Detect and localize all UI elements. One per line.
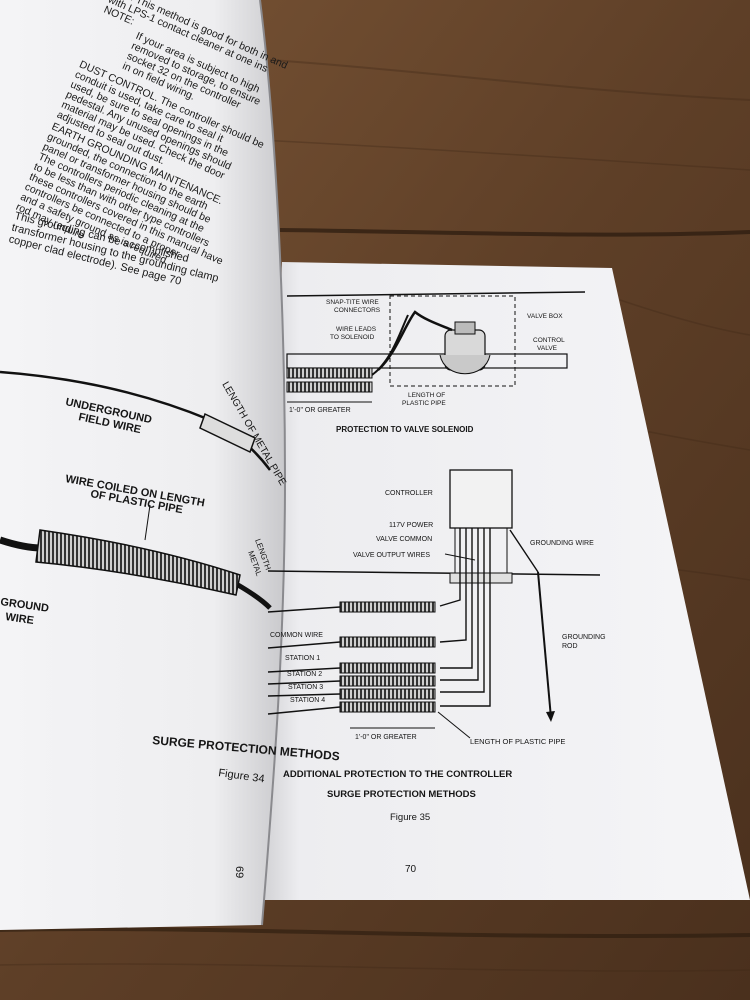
ground-wire-out (236, 582, 272, 610)
book-gutter (259, 0, 287, 926)
label-length-plastic: LENGTH OF (408, 392, 445, 399)
valve-solenoid-diagram: SNAP-TITE WIRE CONNECTORS WIRE LEADS TO … (286, 291, 586, 434)
caption-valve-solenoid: PROTECTION TO VALVE SOLENOID (336, 425, 474, 434)
label-greater-bottom: 1'-0" OR GREATER (355, 734, 417, 741)
label-length-plastic-2: PLASTIC PIPE (402, 400, 446, 407)
label-greater-top: 1'-0" OR GREATER (289, 407, 351, 414)
controller-diagram: CONTROLLER 117V POWER VALVE COMMON VALVE… (267, 469, 606, 746)
caption-surge-protection: SURGE PROTECTION METHODS (327, 789, 476, 800)
left-page (0, 0, 285, 930)
label-station-3: STATION 3 (288, 684, 323, 691)
valve-box (389, 295, 516, 387)
controller-wires (439, 528, 491, 707)
label-grounding-wire: GROUNDING WIRE (530, 540, 594, 547)
rod-tip (546, 711, 555, 722)
wood-grain (0, 59, 750, 972)
label-valve-output: VALVE OUTPUT WIRES (353, 552, 430, 559)
label-ground-2: WIRE (5, 611, 35, 627)
label-grounding-rod-2: ROD (562, 643, 578, 650)
right-figure: Figure 35 (390, 812, 430, 823)
caption-additional-protection: ADDITIONAL PROTECTION TO THE CONTROLLER (283, 769, 512, 780)
coiled-pipe-top-2 (286, 381, 373, 393)
label-control-valve-2: VALVE (537, 345, 558, 352)
ground-surface (267, 570, 601, 576)
ground-slab (449, 572, 513, 584)
grounding-wire (509, 529, 539, 573)
label-station-2: STATION 2 (287, 671, 322, 678)
main-pipe (286, 353, 568, 369)
metal-pipe (199, 412, 256, 454)
ground-line (286, 291, 586, 297)
right-page-content: SNAP-TITE WIRE CONNECTORS WIRE LEADS TO … (267, 291, 606, 875)
label-snap-tite-2: CONNECTORS (334, 307, 381, 314)
label-valve-box: VALVE BOX (527, 313, 563, 320)
label-station-4: STATION 4 (290, 697, 325, 704)
coiled-pipe (35, 529, 241, 596)
label-controller: CONTROLLER (385, 490, 433, 497)
label-wire-leads-2: TO SOLENOID (330, 334, 375, 341)
label-control-valve: CONTROL (533, 337, 565, 344)
left-page-number: 69 (233, 866, 245, 878)
label-valve-common: VALVE COMMON (376, 536, 432, 543)
coil-leader (144, 504, 151, 541)
label-power: 117V POWER (389, 522, 433, 529)
output-leader (444, 553, 476, 561)
solenoid-leads-2 (371, 314, 409, 376)
grounding-rod (537, 571, 552, 719)
right-page-number: 70 (405, 864, 417, 875)
field-wires-bottom (267, 606, 341, 715)
label-length-plastic-bottom: LENGTH OF PLASTIC PIPE (470, 737, 565, 746)
controller-box (449, 469, 513, 529)
label-common-wire: COMMON WIRE (270, 632, 323, 639)
control-valve (439, 321, 491, 375)
label-grounding-rod-1: GROUNDING (562, 634, 606, 641)
plastic-pipe-leader (437, 711, 471, 739)
label-snap-tite: SNAP-TITE WIRE (326, 299, 379, 306)
label-station-1: STATION 1 (285, 655, 320, 662)
coiled-pipe-top-1 (286, 367, 373, 379)
label-wire-leads: WIRE LEADS (336, 326, 377, 333)
